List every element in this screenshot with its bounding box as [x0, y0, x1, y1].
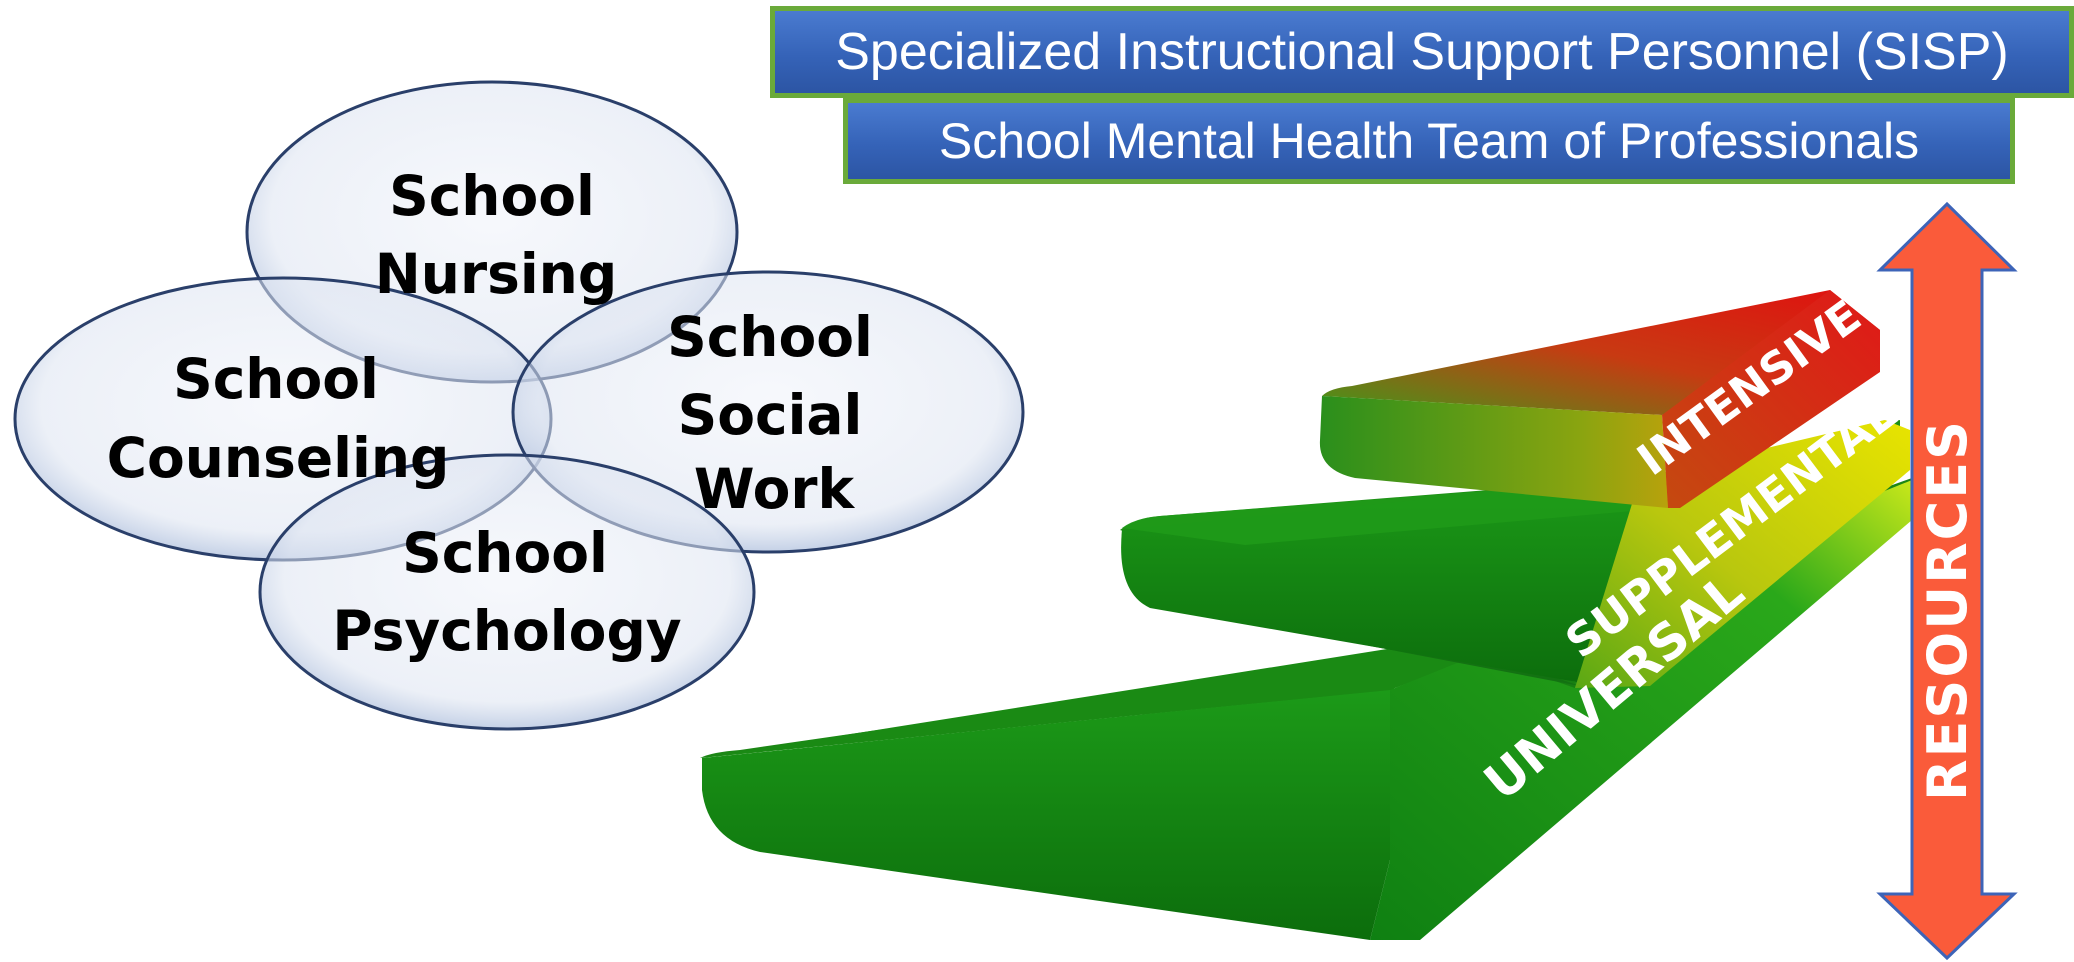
ellipse-psychology [258, 453, 756, 731]
label-nursing-line2: Nursing [375, 242, 617, 306]
team-banner-text: School Mental Health Team of Professiona… [938, 113, 1920, 169]
sisp-banner: Specialized Instructional Support Person… [770, 6, 2074, 98]
label-social-work-line2: Social [678, 383, 863, 447]
resources-label: RESOURCES [1916, 419, 1979, 801]
venn-group [13, 80, 1025, 731]
label-psychology-line2: Psychology [332, 599, 681, 663]
label-social-work-line3: Work [694, 457, 856, 521]
label-nursing-line1: School [389, 164, 595, 228]
resources-arrow [1876, 201, 2018, 961]
label-social-work-line1: School [667, 305, 873, 369]
sisp-banner-text: Specialized Instructional Support Person… [835, 23, 2009, 81]
label-counseling-line2: Counseling [107, 426, 450, 490]
team-banner: School Mental Health Team of Professiona… [843, 98, 2015, 184]
label-psychology-line1: School [402, 521, 608, 585]
step-universal [700, 478, 1912, 940]
label-counseling-line1: School [173, 347, 379, 411]
step-intensive [1319, 290, 1880, 508]
